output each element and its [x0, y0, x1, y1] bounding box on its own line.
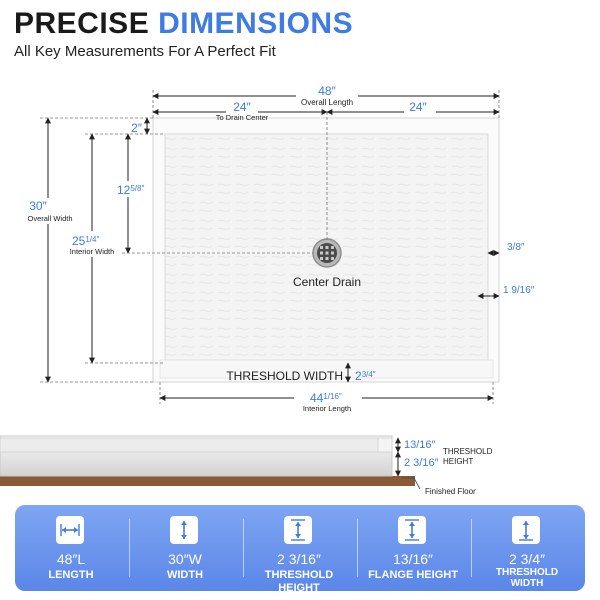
title-dimensions: DIMENSIONS	[158, 7, 354, 40]
top-flange-value: 2″	[131, 121, 143, 135]
spec-width-value: 30″W	[168, 551, 202, 567]
left-half-label-bg	[226, 101, 258, 113]
finished-floor-label: Finished Floor	[425, 487, 476, 496]
spec-length: 48″L LENGTH	[15, 505, 127, 591]
spec-divider	[243, 519, 244, 577]
spec-length-value: 48″L	[56, 551, 86, 567]
page-title: PRECISE DIMENSIONS	[14, 6, 353, 42]
spec-threshold-width-label: THRESHOLD WIDTH	[471, 567, 583, 589]
spec-threshold-height: 2 3/16″ THRESHOLD HEIGHT	[243, 505, 355, 594]
overall-width-label: Overall Width	[27, 214, 72, 223]
interior-width-label-bg	[64, 231, 122, 257]
spec-width-label: WIDTH	[166, 569, 204, 581]
spec-width: 30″W WIDTH	[129, 505, 241, 591]
height-icon	[284, 516, 312, 544]
spec-flange-height-label: FLANGE HEIGHT	[368, 569, 458, 581]
overall-width-value: 30″	[29, 199, 47, 213]
overall-length-label-bg	[296, 84, 358, 108]
side-flange-value: 3/8″	[507, 242, 525, 253]
threshold-height-label-line2: HEIGHT	[443, 457, 473, 466]
drain-offset-label-bg	[112, 181, 148, 197]
dimension-diagram: Center Drain 48″ Overall Length 24″ To D…	[0, 84, 535, 496]
width-icon	[170, 516, 198, 544]
spec-flange-height-value: 13/16″	[393, 551, 433, 567]
spec-threshold-width: 2 3/4″ THRESHOLD WIDTH	[471, 505, 583, 591]
side-wall-value: 1 9/16″	[503, 285, 535, 296]
interior-length-label: Interior Length	[303, 404, 351, 413]
interior-width-value: 251/4″	[72, 234, 99, 248]
drain-offset-value: 125/8″	[117, 183, 144, 197]
spec-bar: 48″L LENGTH 30″W WIDTH 2 3/16″ THRESHOLD…	[15, 505, 585, 594]
side-profile-flange	[0, 437, 379, 453]
right-half-value: 24″	[409, 100, 427, 114]
flange-height-value: 13/16″	[404, 439, 436, 451]
length-icon	[56, 516, 84, 544]
left-half-value: 24″	[233, 100, 251, 114]
interior-length-label-bg	[294, 388, 362, 414]
spec-divider	[357, 519, 358, 577]
title-precise: PRECISE	[14, 7, 150, 40]
to-drain-center-label: To Drain Center	[216, 113, 269, 122]
threshold-height-value: 2 3/16″	[404, 457, 439, 469]
spec-threshold-height-label: THRESHOLD HEIGHT	[264, 569, 334, 594]
page-subtitle: All Key Measurements For A Perfect Fit	[14, 43, 276, 60]
finished-floor	[0, 476, 415, 486]
spec-threshold-width-value: 2 3/4″	[508, 551, 546, 567]
side-profile-lip	[377, 437, 393, 453]
spec-flange-height: 13/16″ FLANGE HEIGHT	[357, 505, 469, 591]
flange-height-icon	[398, 516, 426, 544]
interior-length-value: 441/16″	[310, 391, 342, 405]
spec-threshold-width-label-line1: THRESHOLD	[495, 567, 559, 578]
center-drain-label: Center Drain	[293, 275, 361, 289]
drain-icon	[312, 238, 342, 268]
threshold-width-label: THRESHOLD WIDTH	[226, 369, 343, 383]
spec-threshold-width-label-line2: WIDTH	[510, 578, 544, 589]
spec-threshold-height-value: 2 3/16″	[277, 551, 321, 567]
finished-floor-leader	[402, 477, 421, 490]
threshold-width-icon	[512, 516, 540, 544]
threshold-height-label-line1: THRESHOLD	[443, 447, 493, 456]
shower-base-side-view	[0, 435, 415, 486]
spec-length-label: LENGTH	[48, 569, 94, 581]
overall-length-label: Overall Length	[301, 98, 353, 107]
interior-width-label: Interior Width	[70, 247, 115, 256]
overall-width-label-bg	[22, 198, 78, 224]
threshold-width-value: 23/4″	[355, 369, 376, 383]
threshold-ledge	[159, 359, 494, 379]
right-half-label-bg	[404, 101, 436, 113]
overall-length-value: 48″	[318, 84, 336, 98]
spec-divider	[471, 519, 472, 577]
spec-divider	[129, 519, 130, 577]
